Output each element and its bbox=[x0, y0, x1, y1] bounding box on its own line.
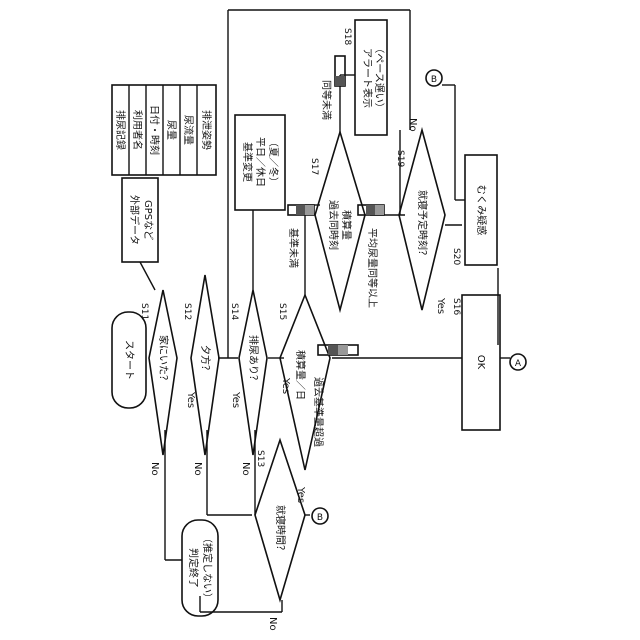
s16-box: OK S16 bbox=[451, 295, 500, 430]
s20-box: むくみ疑惑 S20 bbox=[451, 155, 497, 265]
record-row-3: 日付・時刻 bbox=[148, 105, 161, 155]
s15-step-id: S15 bbox=[277, 303, 287, 320]
s14-question: 排尿あり？ bbox=[247, 335, 260, 385]
s11-question: 家にいた？ bbox=[157, 335, 170, 385]
s16-label: OK bbox=[475, 355, 486, 370]
s15-bar-icon bbox=[318, 345, 358, 355]
season-box: 基準変更 平日／休日 （夏／冬） bbox=[235, 115, 285, 210]
s13-question: 就寝時間？ bbox=[274, 505, 287, 555]
s12-no-label: No bbox=[192, 462, 203, 476]
season-line3: （夏／冬） bbox=[267, 137, 280, 187]
season-line2: 平日／休日 bbox=[254, 137, 266, 187]
s18-line1: アラート表示 bbox=[361, 48, 374, 108]
s15-line1: 積算量／日 bbox=[294, 350, 307, 400]
s14-yes-label: Yes bbox=[280, 377, 291, 394]
s11-diamond: 家にいた？ S11 bbox=[139, 290, 177, 455]
s15-line2: 過去基準量超過 bbox=[312, 377, 325, 447]
s11-no-label: No bbox=[149, 462, 160, 476]
s12-question: 夕方？ bbox=[199, 345, 212, 375]
s19-step-id: S19 bbox=[395, 150, 405, 167]
s13-diamond: 就寝時間？ S13 bbox=[255, 440, 305, 600]
s14-step-id: S14 bbox=[229, 303, 239, 320]
external-pointer bbox=[140, 262, 155, 290]
s17-bar-icon-left bbox=[288, 205, 314, 215]
s17-line3: 平均尿量同等以上 bbox=[366, 228, 379, 308]
end-line2: （推定しない） bbox=[201, 533, 214, 603]
s14-diamond: 排尿あり？ S14 bbox=[229, 290, 267, 455]
external-line2: GPSなど bbox=[142, 200, 154, 240]
kijun-miman-label: 基準未満 bbox=[287, 228, 300, 268]
s20-label: むくみ疑惑 bbox=[475, 185, 488, 235]
s17-line2: 積算量 bbox=[340, 210, 353, 240]
record-table: 排尿記録 利用者名 日付・時刻 尿量 尿流量 排泄姿勢 bbox=[112, 85, 216, 175]
s11-yes-label: Yes bbox=[185, 391, 196, 408]
s18-line2: （ペース遅い） bbox=[373, 43, 385, 113]
connector-b-top-label: B bbox=[431, 75, 437, 85]
record-row-1: 排尿記録 bbox=[114, 110, 127, 150]
record-row-4: 尿量 bbox=[165, 120, 177, 140]
doutou-miman-label: 同等未満 bbox=[320, 80, 333, 120]
s19-question: 就寝予定時刻？ bbox=[416, 190, 429, 260]
external-data-box: 外部データ GPSなど bbox=[122, 178, 158, 262]
s18-step-id: S18 bbox=[342, 28, 352, 45]
connector-b-top: B bbox=[426, 70, 442, 86]
connector-b-bottom-label: B bbox=[317, 513, 323, 523]
record-row-5: 尿流量 bbox=[182, 115, 195, 145]
connector-a-label: A bbox=[515, 359, 522, 369]
s17-step-id: S17 bbox=[309, 158, 319, 175]
connector-b-bottom: B bbox=[312, 508, 328, 524]
s19-no-label: No bbox=[407, 118, 418, 132]
connector-a: A bbox=[510, 354, 526, 370]
start-terminal: スタート bbox=[112, 312, 146, 408]
season-line1: 基準変更 bbox=[241, 142, 254, 182]
s19-yes-label: Yes bbox=[435, 297, 446, 314]
s16-step-id: S16 bbox=[451, 298, 461, 315]
end-line1: 判定終了 bbox=[187, 548, 200, 588]
s18-bar-icon bbox=[335, 56, 345, 86]
s19-diamond: 就寝予定時刻？ S19 bbox=[395, 130, 445, 310]
s12-yes-label: Yes bbox=[230, 391, 241, 408]
start-label: スタート bbox=[123, 340, 135, 380]
s14-no-label: No bbox=[240, 462, 251, 476]
s12-step-id: S12 bbox=[182, 303, 192, 320]
s20-step-id: S20 bbox=[451, 248, 461, 265]
record-row-2: 利用者名 bbox=[131, 110, 144, 150]
s17-diamond: 過去同時刻 積算量 平均尿量同等以上 S17 bbox=[288, 132, 384, 310]
external-line1: 外部データ bbox=[128, 195, 141, 245]
s12-diamond: 夕方？ S12 bbox=[182, 275, 219, 455]
s13-step-id: S13 bbox=[255, 450, 265, 467]
record-row-6: 排泄姿勢 bbox=[200, 110, 213, 150]
s18-box: アラート表示 （ペース遅い） S18 bbox=[335, 20, 387, 135]
s13-yes-label: Yes bbox=[295, 486, 306, 503]
s11-step-id: S11 bbox=[139, 303, 149, 320]
s17-line1: 過去同時刻 bbox=[327, 200, 340, 250]
s13-no-label: No bbox=[267, 617, 278, 631]
